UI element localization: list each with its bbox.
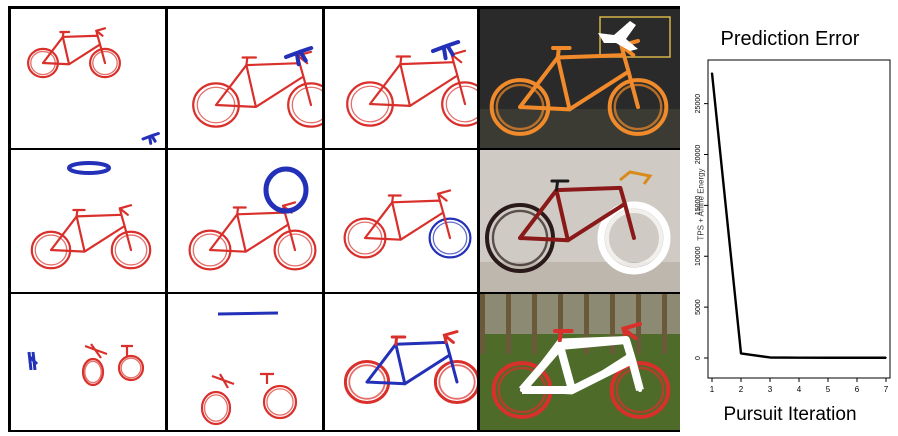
- data-point: [769, 357, 771, 359]
- photo-orange-bike: [480, 9, 680, 148]
- bicycle-sketch: [325, 9, 477, 148]
- data-point: [711, 72, 713, 74]
- sketch-bike-with-part-attached: [325, 9, 477, 148]
- bicycle-sketch: [11, 150, 165, 292]
- y-tick-label: 0: [695, 356, 702, 360]
- data-point: [856, 357, 858, 359]
- chart-y-axis-label: TPS + Affine Energy: [697, 140, 706, 270]
- sketch-bike-with-wheel-approaching: [168, 150, 322, 292]
- chart-x-axis-label: Pursuit Iteration: [682, 404, 898, 426]
- x-tick-label: 5: [826, 385, 831, 394]
- x-tick-label: 3: [768, 385, 773, 394]
- bicycle-sketch: [11, 294, 165, 430]
- sketch-bike-small-with-distant-part: [11, 9, 165, 148]
- data-point: [798, 357, 800, 359]
- sketch-bike-with-part-near-handlebar: [168, 9, 322, 148]
- x-tick-label: 4: [797, 385, 802, 394]
- x-tick-label: 6: [855, 385, 860, 394]
- y-tick-label: 5000: [695, 299, 702, 315]
- x-tick-label: 7: [884, 385, 889, 394]
- bicycle-sketch: [168, 9, 322, 148]
- series-line: [712, 73, 886, 358]
- bicycle-sketch: [325, 150, 477, 292]
- x-tick-label: 2: [739, 385, 744, 394]
- photo-drawing: [480, 150, 680, 292]
- bicycle-sketch: [11, 9, 165, 148]
- photo-drawing: [480, 9, 680, 148]
- figure-grid: [8, 6, 680, 432]
- sketch-bike-with-frame-attached: [325, 294, 477, 430]
- photo-drawing: [480, 294, 680, 430]
- plot-frame: [708, 60, 890, 378]
- photo-black-road-bike: [480, 150, 680, 292]
- bicycle-sketch: [325, 294, 477, 430]
- sketch-parts-scattered-bar-above: [168, 294, 322, 430]
- bicycle-sketch: [168, 150, 322, 292]
- photo-bike-on-grass: [480, 294, 680, 430]
- y-tick-label: 25000: [695, 94, 702, 114]
- x-tick-label: 1: [710, 385, 715, 394]
- sketch-bike-with-floating-wheel: [11, 150, 165, 292]
- sketch-parts-scattered-small-frame: [11, 294, 165, 430]
- bicycle-sketch: [168, 294, 322, 430]
- data-point: [740, 353, 742, 355]
- data-point: [827, 357, 829, 359]
- sketch-bike-with-wheel-attached: [325, 150, 477, 292]
- data-point: [885, 357, 887, 359]
